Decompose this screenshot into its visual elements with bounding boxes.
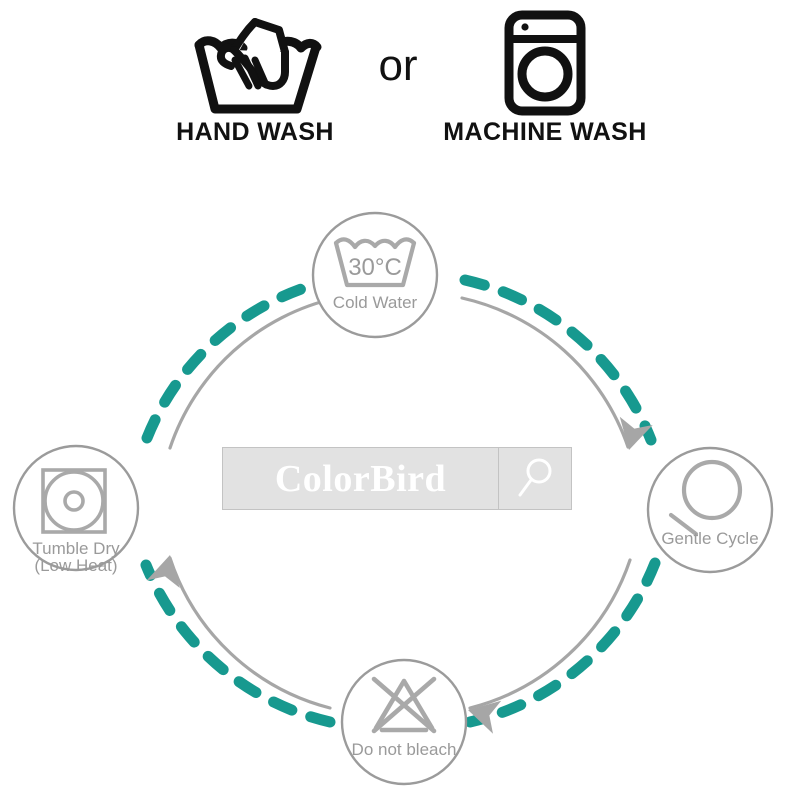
solid-arc-bottom-left [168, 556, 332, 710]
dashed-arc-bottom-left [140, 559, 336, 728]
tumble-dry-icon [41, 468, 107, 534]
wash-method-header: HAND WASH or MACHINE WASH [0, 0, 800, 175]
cycle-node-do-not-bleach[interactable]: Do not bleach [340, 658, 468, 786]
wash-tub-icon [333, 237, 417, 288]
cycle-node-gentle-cycle[interactable]: Gentle Cycle [646, 446, 774, 574]
machine-wash-block: MACHINE WASH [430, 8, 660, 147]
washing-machine-icon [504, 10, 586, 116]
arrowhead-to-do-not-bleach [468, 700, 502, 734]
machine-wash-label: MACHINE WASH [443, 118, 647, 146]
solid-arc-bottom-right [468, 558, 632, 710]
dashed-arc-top-right [459, 274, 657, 446]
node-ring-cold-water [311, 211, 439, 339]
cycle-node-tumble-dry[interactable]: Tumble Dry (Low Heat) [12, 444, 140, 575]
node-icon-value-cold-water: 30°C [348, 254, 402, 281]
dashed-arc-top-left [141, 274, 338, 444]
watermark-brand-text: ColorBird [223, 448, 499, 509]
hand-wash-block: HAND WASH [150, 8, 360, 147]
cycle-arrowheads [146, 416, 653, 734]
solid-arc-top-left [168, 296, 338, 450]
care-cycle-diagram: 30°C Cold Water Gentle Cycle Do not blea… [12, 211, 774, 786]
dashed-arc-bottom-right [464, 557, 661, 728]
no-bleach-triangle-icon [371, 676, 437, 734]
arrowhead-to-tumble-dry [146, 555, 180, 589]
solid-arc-top-right [460, 296, 630, 449]
hand-wash-icon [194, 18, 322, 114]
gentle-cycle-icon [668, 459, 743, 537]
node-label-tumble-dry-line1: Tumble Dry [32, 539, 120, 558]
dashed-cycle-ring [140, 274, 661, 728]
magnifier-icon [518, 458, 552, 496]
node-label-cold-water: Cold Water [333, 293, 418, 312]
arrowhead-to-gentle-cycle [619, 416, 653, 450]
node-label-tumble-dry-line2: (Low Heat) [34, 556, 117, 575]
watermark-search-cell [499, 448, 571, 509]
node-label-gentle-cycle: Gentle Cycle [661, 529, 758, 548]
or-separator: or [378, 41, 418, 90]
node-label-do-not-bleach: Do not bleach [352, 740, 457, 759]
hand-wash-label: HAND WASH [176, 118, 334, 146]
cycle-node-cold-water[interactable]: 30°C Cold Water [311, 211, 439, 339]
colorbird-watermark: ColorBird [222, 447, 572, 510]
solid-cycle-arcs [168, 296, 632, 710]
node-ring-do-not-bleach [340, 658, 468, 786]
node-ring-gentle-cycle [646, 446, 774, 574]
